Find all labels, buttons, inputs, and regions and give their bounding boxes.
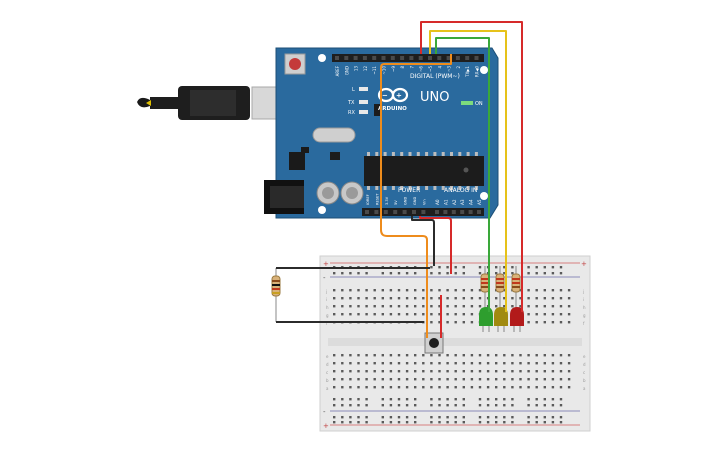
- yellow-led: [494, 307, 508, 332]
- row-letter: c: [326, 370, 328, 375]
- row-letter: i: [583, 297, 584, 302]
- power-pin-label: 5V: [394, 200, 398, 205]
- reset-button[interactable]: [284, 53, 306, 75]
- led-resistors: [480, 266, 521, 312]
- digital-pin-label: 2: [456, 66, 461, 69]
- wire-green-pin: [435, 37, 490, 312]
- on-led: ON: [461, 101, 483, 107]
- row-letter: e: [326, 354, 329, 359]
- rail-plus-label-bottom: +: [323, 422, 329, 430]
- digital-pin-label: ~11: [372, 66, 377, 75]
- row-letter: g: [326, 313, 329, 318]
- power-pin-label: IOREF: [366, 194, 370, 205]
- analog-pin-label: A2: [452, 199, 457, 205]
- digital-pin-label: ~5: [428, 66, 433, 72]
- wire-red-pin: [420, 21, 523, 312]
- digital-pin-label: ~9: [391, 66, 396, 72]
- analog-pin-label: A1: [443, 199, 448, 205]
- wire-black-gnd: [411, 216, 435, 266]
- power-pin-label: GND: [404, 197, 408, 205]
- rail-minus-label: -: [323, 274, 326, 282]
- crystal-oscillator: [312, 127, 356, 143]
- digital-pin-label: 12: [363, 66, 368, 72]
- digital-pin-label: TX▶1: [465, 66, 470, 78]
- power-pin-label: 3.3V: [385, 196, 389, 205]
- usb-cable: [137, 86, 299, 120]
- row-letter: b: [326, 378, 329, 383]
- on-label: ON: [475, 101, 483, 107]
- analog-label: ANALOG IN: [444, 187, 477, 194]
- rail-plus-label: +: [323, 260, 329, 268]
- row-letter: g: [583, 313, 586, 318]
- digital-header-label: DIGITAL (PWM~): [410, 73, 460, 80]
- power-jack: [264, 180, 304, 214]
- wires: [276, 21, 523, 338]
- led-label-rx: RX: [348, 110, 355, 116]
- svg-text:+: +: [396, 92, 402, 100]
- digital-header: AREF GND 13 12 ~11 ~10 ~9 8 7 ~6 ~5 4 ~3 2 TX▶1 RX◀0 DI…: [332, 54, 484, 80]
- row-letter: b: [583, 378, 586, 383]
- wire-yellow-pin: [429, 30, 507, 312]
- digital-pin-label: RX◀0: [475, 66, 480, 78]
- row-letter: j: [582, 289, 584, 294]
- digital-pin-label: AREF: [335, 65, 340, 76]
- digital-pin-label: ~6: [419, 66, 424, 72]
- analog-pin-label: A5: [477, 199, 482, 205]
- row-letter: a: [583, 386, 586, 391]
- wire-orange-button: [380, 54, 452, 338]
- digital-pin-label: 8: [400, 66, 405, 69]
- row-letter: d: [583, 362, 586, 367]
- brand-label: ARDUINO: [378, 106, 407, 112]
- analog-pin-label: A3: [460, 199, 465, 205]
- digital-pin-label: GND: [344, 66, 349, 75]
- digital-pin-label: 4: [437, 66, 442, 69]
- row-letter: f: [583, 321, 585, 326]
- rail-plus-label-right: +: [581, 260, 587, 268]
- capacitors: [316, 181, 364, 205]
- row-letter: i: [326, 297, 327, 302]
- wire-red-5v: [419, 216, 452, 274]
- pushbutton[interactable]: [424, 332, 444, 354]
- digital-pin-label: 7: [409, 66, 414, 69]
- row-letter: j: [325, 289, 327, 294]
- model-label: UNO: [420, 90, 449, 105]
- power-label: POWER: [398, 187, 420, 194]
- row-letter: h: [326, 305, 329, 310]
- voltage-regulator: [289, 152, 305, 170]
- red-led: [510, 307, 524, 332]
- atmega-chip: [364, 152, 484, 190]
- rail-minus-label-bottom: -: [323, 408, 326, 416]
- power-header: IOREF RESET 3.3V 5V GND GND Vin POWER: [362, 187, 432, 216]
- pulldown-resistor: [271, 268, 281, 322]
- row-letter: e: [583, 354, 586, 359]
- led-label-tx: TX: [347, 100, 355, 106]
- arduino-board: AREF GND 13 12 ~11 ~10 ~9 8 7 ~6 ~5 4 ~3 2 TX▶1 RX◀0 DI…: [264, 47, 499, 219]
- power-pin-label: RESET: [375, 193, 379, 205]
- analog-pin-label: A0: [435, 199, 440, 205]
- row-letter: a: [326, 386, 329, 391]
- digital-pin-label: ~10: [382, 66, 387, 75]
- analog-pin-label: A4: [469, 199, 474, 205]
- led-label-l: L: [352, 87, 355, 93]
- power-pin-label: Vin: [422, 199, 426, 205]
- svg-text:−: −: [382, 92, 388, 100]
- row-letter: c: [583, 370, 585, 375]
- digital-pin-label: ~3: [447, 66, 452, 72]
- power-pin-label: GND: [413, 197, 417, 205]
- row-letter: d: [326, 362, 329, 367]
- status-leds: L TX RX: [347, 87, 368, 116]
- row-letter: f: [326, 321, 328, 326]
- arduino-logo: − + ARDUINO UNO: [377, 87, 449, 112]
- digital-pin-label: 13: [354, 66, 359, 72]
- row-letter: h: [583, 305, 586, 310]
